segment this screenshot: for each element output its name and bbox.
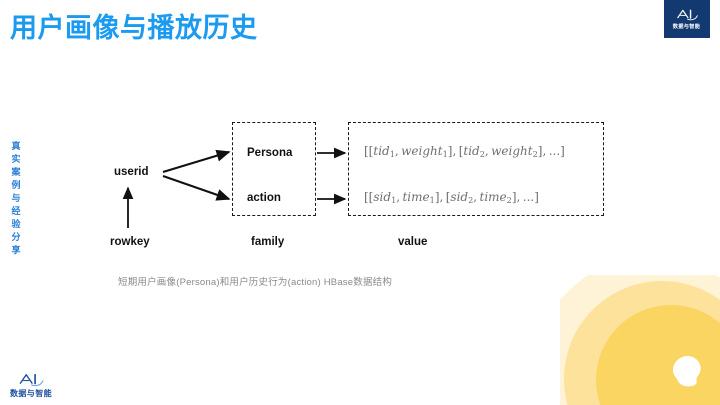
side-label-char: 例 (11, 180, 21, 191)
side-label-char: 分 (11, 232, 21, 243)
family-box (232, 122, 316, 216)
ai-swoosh-icon (677, 9, 698, 21)
side-label-char: 实 (11, 154, 21, 165)
arrow-userid-to-persona (162, 149, 231, 173)
side-label-char: 经 (11, 206, 21, 217)
side-label-char: 享 (11, 245, 21, 256)
family-entry-action: action (247, 192, 281, 204)
head-silhouette-icon (673, 356, 701, 387)
side-label-char: 验 (11, 219, 21, 230)
rowkey-label: rowkey (110, 236, 150, 248)
value-row-action: [[sid1, time1], [sid2, time2], ...] (364, 190, 539, 205)
logo-top-right-wordmark: 数据与智能 (673, 24, 701, 30)
decor-ring-mid (564, 281, 720, 405)
family-entry-persona: Persona (247, 147, 293, 159)
corner-decoration (560, 275, 720, 405)
value-label: value (398, 236, 428, 248)
section-side-label: 真 实 案 例 与 经 验 分 享 (8, 140, 24, 257)
decor-ring-inner (596, 305, 720, 405)
logo-bottom-left: 数据与智能 (10, 372, 52, 399)
logo-bottom-left-wordmark: 数据与智能 (10, 389, 52, 398)
rowkey-value-userid: userid (114, 166, 149, 178)
decor-ring-outer (560, 275, 720, 405)
value-row-persona: [[tid1, weight1], [tid2, weight2], ...] (364, 144, 565, 159)
page-title: 用户画像与播放历史 (10, 13, 258, 43)
ai-swoosh-icon (19, 373, 44, 387)
side-label-char: 案 (11, 167, 21, 178)
logo-top-right: 数据与智能 (664, 0, 710, 38)
diagram-caption: 短期用户画像(Persona)和用户历史行为(action) HBase数据结构 (118, 277, 393, 288)
family-label: family (251, 236, 285, 248)
arrow-userid-to-action (162, 175, 231, 201)
side-label-char: 真 (11, 141, 21, 151)
side-label-char: 与 (11, 193, 21, 204)
value-box (348, 122, 604, 216)
